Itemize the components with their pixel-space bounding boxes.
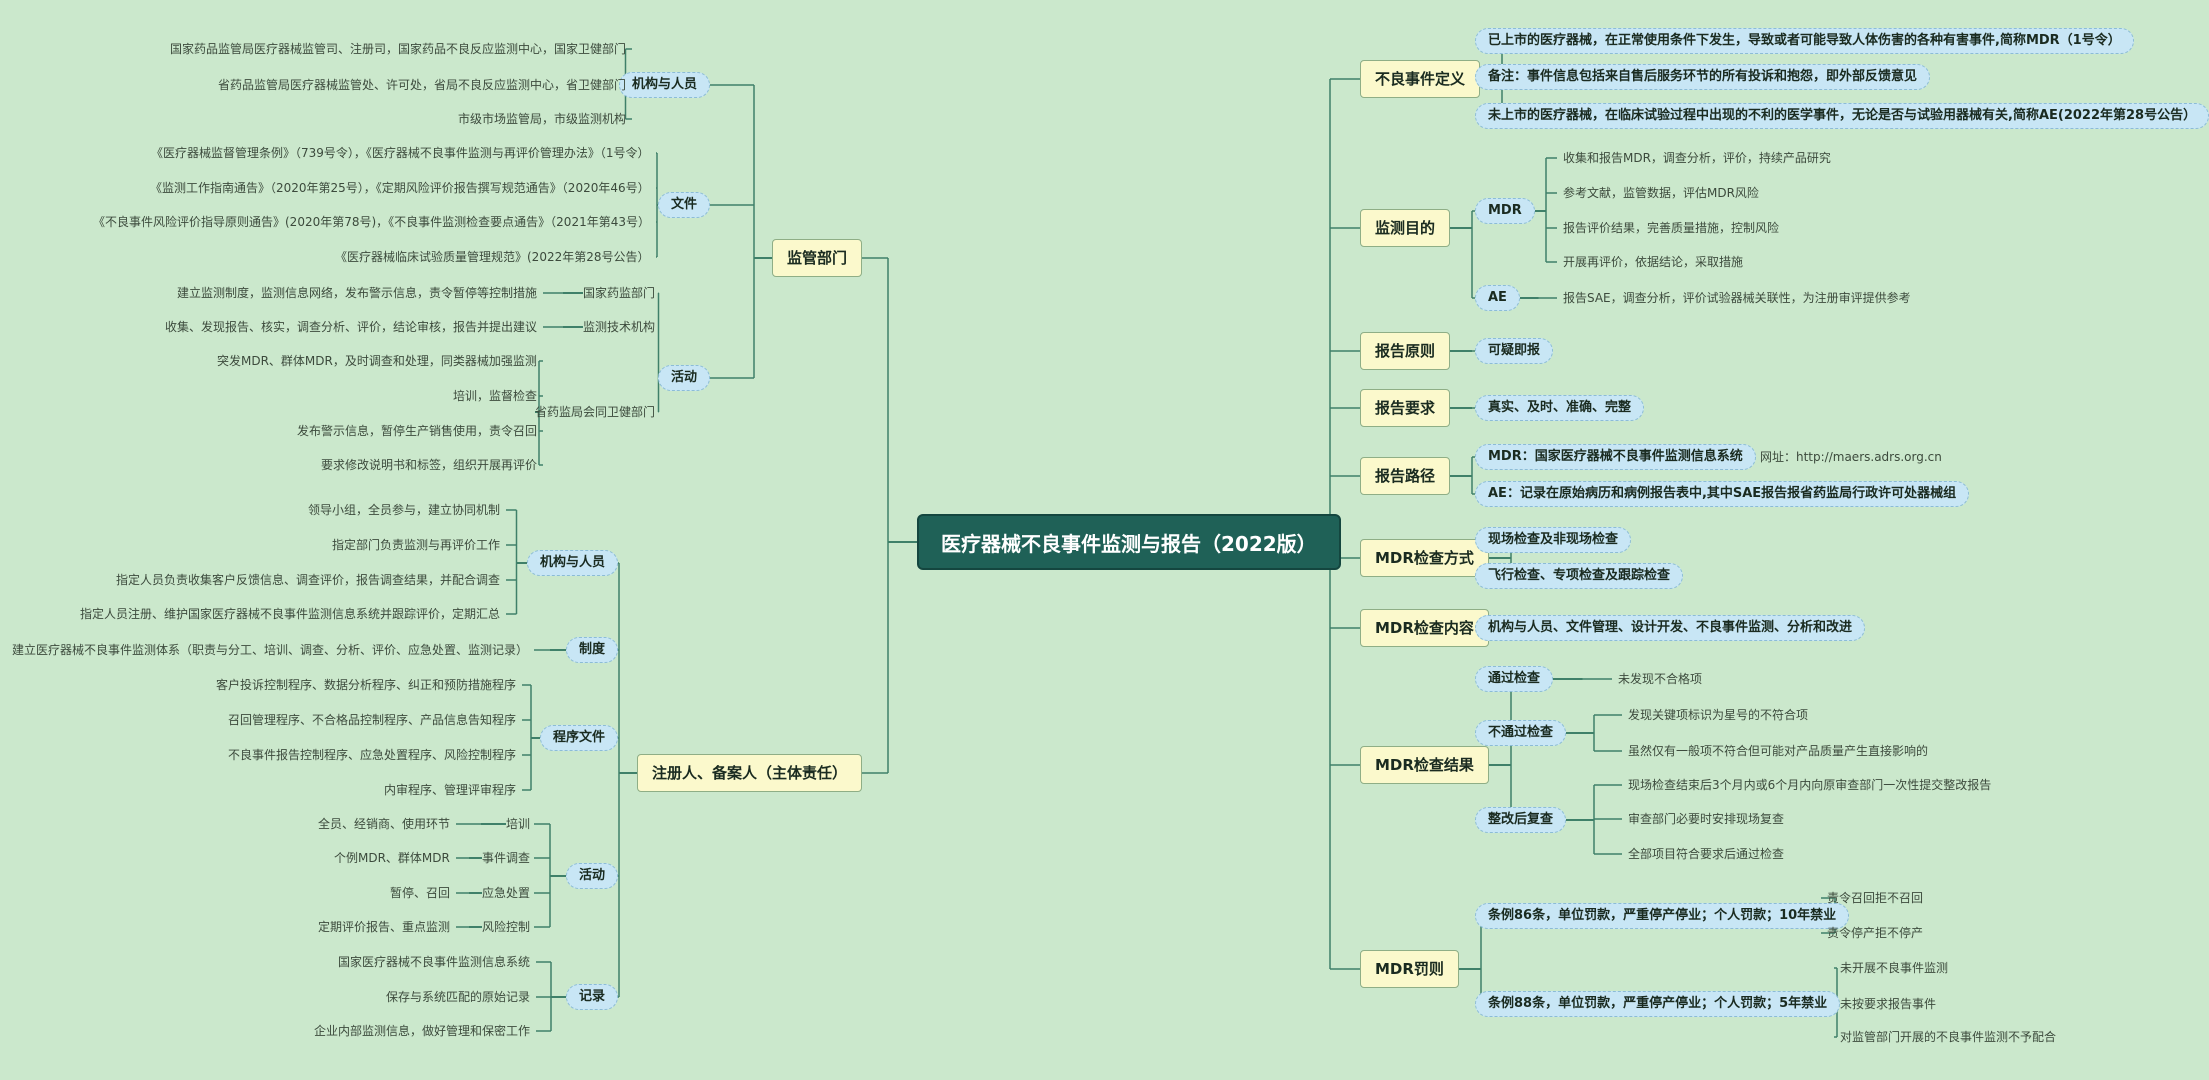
subtopic-right-3-0[interactable]: 真实、及时、准确、完整 [1475, 395, 1645, 421]
subtopic-right-7-2[interactable]: 整改后复查 [1475, 807, 1567, 833]
activity-group-1-3: 风险控制 [482, 920, 531, 934]
subtopic-right-7-1[interactable]: 不通过检查 [1475, 720, 1567, 746]
leaf-right-8-1-0: 未开展不良事件监测 [1840, 961, 1949, 975]
subtopic-right-0-0[interactable]: 已上市的医疗器械，在正常使用条件下发生，导致或者可能导致人体伤害的各种有害事件,… [1475, 28, 2134, 54]
leaf-left-1-2-1: 召回管理程序、不合格品控制程序、产品信息告知程序 [228, 713, 517, 727]
leaf-left-0-2-2-0: 突发MDR、群体MDR，及时调查和处理，同类器械加强监测 [217, 354, 537, 368]
activity-group-0-0: 国家药监部门 [583, 286, 656, 300]
subtopic-left-0-0[interactable]: 机构与人员 [619, 72, 711, 98]
leaf-right-8-1-1: 未按要求报告事件 [1840, 997, 1937, 1011]
leaf-right-7-2-0: 现场检查结束后3个月内或6个月内向原审查部门一次性提交整改报告 [1628, 778, 1992, 792]
leaf-right-8-0-0: 责令召回拒不召回 [1827, 891, 1924, 905]
leaf-left-0-2-1-0: 收集、发现报告、核实，调查分析、评价，结论审核，报告并提出建议 [165, 320, 538, 334]
leaf-right-1-0-2: 报告评价结果，完善质量措施，控制风险 [1563, 221, 1780, 235]
leaf-left-1-2-2: 不良事件报告控制程序、应急处置程序、风险控制程序 [228, 748, 517, 762]
branch-right-2[interactable]: 报告原则 [1360, 332, 1451, 370]
leaf-right-1-0-0: 收集和报告MDR，调查分析，评价，持续产品研究 [1563, 151, 1831, 165]
leaf-right-7-1-1: 虽然仅有一般项不符合但可能对产品质量产生直接影响的 [1628, 744, 1929, 758]
subtopic-right-5-0[interactable]: 现场检查及非现场检查 [1475, 527, 1632, 553]
leaf-right-4-0-0: 网址：http://maers.adrs.org.cn [1760, 450, 1942, 464]
branch-right-0[interactable]: 不良事件定义 [1360, 60, 1481, 98]
activity-group-1-1: 事件调查 [482, 851, 531, 865]
subtopic-left-0-2[interactable]: 活动 [658, 365, 711, 391]
leaf-left-1-4-0: 国家医疗器械不良事件监测信息系统 [338, 955, 531, 969]
branch-right-6[interactable]: MDR检查内容 [1360, 609, 1489, 647]
leaf-left-1-3-1-0: 个例MDR、群体MDR [334, 851, 450, 865]
leaf-left-0-1-1: 《监测工作指南通告》（2020年第25号），《定期风险评价报告撰写规范通告》（2… [150, 181, 650, 195]
leaf-right-7-2-1: 审查部门必要时安排现场复查 [1628, 812, 1785, 826]
branch-right-3[interactable]: 报告要求 [1360, 389, 1451, 427]
leaf-left-1-0-3: 指定人员注册、维护国家医疗器械不良事件监测信息系统并跟踪评价，定期汇总 [80, 607, 501, 621]
leaf-right-1-0-1: 参考文献，监管数据，评估MDR风险 [1563, 186, 1759, 200]
activity-group-1-0: 培训 [506, 817, 531, 831]
leaf-left-1-0-1: 指定部门负责监测与再评价工作 [332, 538, 501, 552]
leaf-left-1-3-0-0: 全员、经销商、使用环节 [318, 817, 451, 831]
subtopic-right-1-1[interactable]: AE [1475, 285, 1520, 311]
leaf-left-1-4-2: 企业内部监测信息，做好管理和保密工作 [314, 1024, 531, 1038]
activity-group-1-2: 应急处置 [482, 886, 531, 900]
leaf-left-0-0-2: 市级市场监管局，市级监测机构 [458, 112, 627, 126]
leaf-left-0-2-2-2: 发布警示信息，暂停生产销售使用，责令召回 [297, 424, 538, 438]
leaf-left-1-3-2-0: 暂停、召回 [390, 886, 451, 900]
subtopic-right-2-0[interactable]: 可疑即报 [1475, 338, 1554, 364]
subtopic-right-0-1[interactable]: 备注：事件信息包括来自售后服务环节的所有投诉和抱怨，即外部反馈意见 [1475, 64, 1931, 90]
subtopic-right-8-1[interactable]: 条例88条，单位罚款，严重停产停业；个人罚款；5年禁业 [1475, 991, 1841, 1017]
activity-group-0-2: 省药监局会同卫健部门 [535, 405, 656, 419]
leaf-left-0-2-0-0: 建立监测制度，监测信息网络，发布警示信息，责令暂停等控制措施 [177, 286, 538, 300]
subtopic-right-8-0[interactable]: 条例86条，单位罚款，严重停产停业；个人罚款；10年禁业 [1475, 903, 1850, 929]
leaf-left-0-2-2-3: 要求修改说明书和标签，组织开展再评价 [321, 458, 538, 472]
leaf-right-7-2-2: 全部项目符合要求后通过检查 [1628, 847, 1785, 861]
leaf-right-7-1-0: 发现关键项标识为星号的不符合项 [1628, 708, 1809, 722]
leaf-left-1-2-3: 内审程序、管理评审程序 [384, 783, 517, 797]
leaf-left-0-1-0: 《医疗器械监督管理条例》（739号令），《医疗器械不良事件监测与再评价管理办法》… [151, 146, 650, 160]
leaf-left-0-0-0: 国家药品监管局医疗器械监管司、注册司，国家药品不良反应监测中心，国家卫健部门 [170, 42, 627, 56]
leaf-left-0-1-3: 《医疗器械临床试验质量管理规范》(2022年第28号公告） [335, 250, 650, 264]
leaf-right-1-1-0: 报告SAE，调查分析，评价试验器械关联性，为注册审评提供参考 [1563, 291, 1911, 305]
subtopic-left-0-1[interactable]: 文件 [658, 192, 711, 218]
branch-right-5[interactable]: MDR检查方式 [1360, 539, 1489, 577]
leaf-right-1-0-3: 开展再评价，依据结论，采取措施 [1563, 255, 1744, 269]
activity-group-0-1: 监测技术机构 [583, 320, 656, 334]
branch-right-1[interactable]: 监测目的 [1360, 209, 1451, 247]
leaf-left-1-3-3-0: 定期评价报告、重点监测 [318, 920, 451, 934]
branch-left-0[interactable]: 监管部门 [772, 239, 863, 277]
subtopic-left-1-0[interactable]: 机构与人员 [527, 550, 619, 576]
subtopic-right-4-0[interactable]: MDR：国家医疗器械不良事件监测信息系统 [1475, 444, 1756, 470]
branch-right-8[interactable]: MDR罚则 [1360, 950, 1459, 988]
subtopic-left-1-3[interactable]: 活动 [566, 863, 619, 889]
leaf-left-1-2-0: 客户投诉控制程序、数据分析程序、纠正和预防措施程序 [216, 678, 517, 692]
subtopic-right-5-1[interactable]: 飞行检查、专项检查及跟踪检查 [1475, 563, 1684, 589]
leaf-left-1-0-2: 指定人员负责收集客户反馈信息、调查评价，报告调查结果，并配合调查 [116, 573, 501, 587]
leaf-left-1-4-1: 保存与系统匹配的原始记录 [386, 990, 531, 1004]
leaf-right-8-1-2: 对监管部门开展的不良事件监测不予配合 [1840, 1030, 2057, 1044]
branch-left-1[interactable]: 注册人、备案人（主体责任） [637, 754, 863, 792]
subtopic-right-7-0[interactable]: 通过检查 [1475, 666, 1554, 692]
leaf-left-0-0-1: 省药品监管局医疗器械监管处、许可处，省局不良反应监测中心，省卫健部门 [218, 78, 627, 92]
leaf-left-1-1-0: 建立医疗器械不良事件监测体系（职责与分工、培训、调查、分析、评价、应急处置、监测… [12, 643, 529, 657]
leaf-right-8-0-1: 责令停产拒不停产 [1827, 926, 1924, 940]
subtopic-left-1-2[interactable]: 程序文件 [540, 725, 619, 751]
leaf-right-7-0-0: 未发现不合格项 [1618, 672, 1703, 686]
leaf-left-1-0-0: 领导小组，全员参与，建立协同机制 [308, 503, 501, 517]
branch-right-7[interactable]: MDR检查结果 [1360, 746, 1489, 784]
subtopic-right-6-0[interactable]: 机构与人员、文件管理、设计开发、不良事件监测、分析和改进 [1475, 615, 1866, 641]
subtopic-left-1-1[interactable]: 制度 [566, 637, 619, 663]
subtopic-right-1-0[interactable]: MDR [1475, 198, 1535, 224]
leaf-left-0-2-2-1: 培训，监督检查 [453, 389, 538, 403]
subtopic-right-4-1[interactable]: AE：记录在原始病历和病例报告表中,其中SAE报告报省药监局行政许可处器械组 [1475, 481, 1970, 507]
subtopic-left-1-4[interactable]: 记录 [566, 984, 619, 1010]
subtopic-right-0-2[interactable]: 未上市的医疗器械，在临床试验过程中出现的不利的医学事件，无论是否与试验用器械有关… [1475, 103, 2209, 129]
root-topic[interactable]: 医疗器械不良事件监测与报告（2022版） [917, 514, 1341, 570]
branch-right-4[interactable]: 报告路径 [1360, 457, 1451, 495]
leaf-left-0-1-2: 《不良事件风险评价指导原则通告》(2020年第78号)，《不良事件监测检查要点通… [93, 215, 650, 229]
